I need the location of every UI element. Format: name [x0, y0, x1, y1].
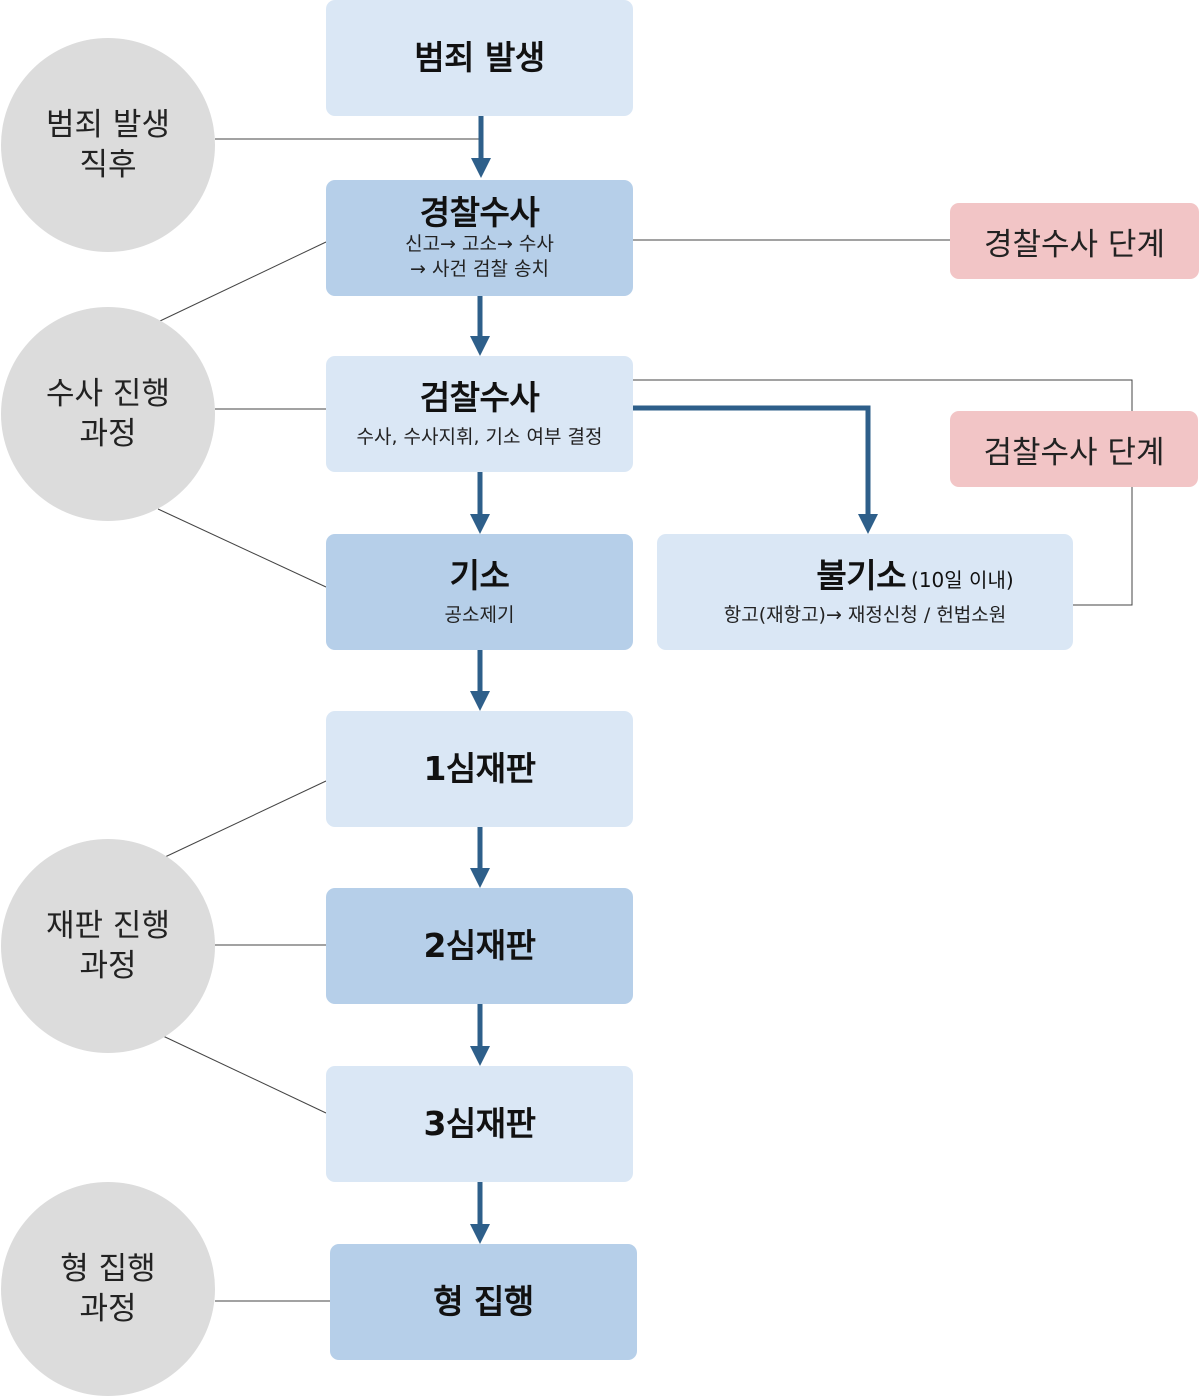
connector-trial-3 [162, 1035, 327, 1114]
prosecution-title: 검찰수사 [419, 378, 540, 417]
connector-trial-1 [164, 780, 327, 858]
phase-after-crime-circle: 범죄 발생 직후 [1, 38, 215, 252]
trial-1-title: 1심재판 [423, 749, 536, 788]
phase-investigation-line2: 과정 [79, 416, 137, 452]
non-indictment-title: 불기소 [816, 556, 906, 595]
prosecution-desc: 수사, 수사지휘, 기소 여부 결정 [356, 426, 603, 448]
police-title: 경찰수사 [419, 193, 540, 232]
connector-prosecution-stage [633, 379, 1133, 606]
execution-title: 형 집행 [433, 1282, 534, 1321]
arrowhead-non-indictment [858, 514, 878, 534]
phase-execution-line2: 과정 [79, 1291, 137, 1327]
arrowhead-3 [470, 514, 490, 534]
crime-title: 범죄 발생 [414, 38, 545, 77]
trial-2-box: 2심재판 [326, 888, 633, 1004]
phase-trial-line2: 과정 [79, 948, 137, 984]
non-indictment-box: 불기소 (10일 이내) 항고(재항고)→ 재정신청 / 헌법소원 [657, 534, 1073, 650]
police-steps-line2: → 사건 검찰 송치 [410, 258, 549, 280]
police-stage-label: 경찰수사 단계 [950, 203, 1199, 279]
connector-investigation-indictment [157, 508, 327, 588]
phase-after-crime-line2: 직후 [79, 147, 137, 183]
execution-box: 형 집행 [330, 1244, 637, 1360]
non-indictment-desc: 항고(재항고)→ 재정신청 / 헌법소원 [723, 604, 1007, 626]
prosecution-stage-label: 검찰수사 단계 [950, 411, 1198, 487]
indictment-box: 기소 공소제기 [326, 534, 633, 650]
phase-trial-line1: 재판 진행 [46, 908, 170, 944]
prosecution-investigation-box: 검찰수사 수사, 수사지휘, 기소 여부 결정 [326, 356, 633, 472]
phase-execution-line1: 형 집행 [60, 1251, 156, 1287]
arrowhead-5 [470, 868, 490, 888]
police-stage-text: 경찰수사 단계 [984, 226, 1165, 263]
phase-investigation-line1: 수사 진행 [46, 376, 170, 412]
trial-1-box: 1심재판 [326, 711, 633, 827]
phase-execution-circle: 형 집행 과정 [1, 1182, 215, 1396]
trial-3-title: 3심재판 [423, 1104, 536, 1143]
non-indictment-heading: 불기소 (10일 이내) [816, 556, 1013, 596]
police-steps-line1: 신고→ 고소→ 수사 [405, 233, 554, 255]
arrowhead-4 [470, 691, 490, 711]
trial-2-title: 2심재판 [423, 926, 536, 965]
crime-box: 범죄 발생 [326, 0, 633, 116]
phase-after-crime-line1: 범죄 발생 [46, 107, 170, 143]
indictment-desc: 공소제기 [444, 604, 515, 626]
arrowhead-7 [470, 1224, 490, 1244]
connector-investigation-police [159, 241, 327, 322]
phase-investigation-circle: 수사 진행 과정 [1, 307, 215, 521]
indictment-title: 기소 [449, 556, 510, 595]
prosecution-stage-text: 검찰수사 단계 [983, 434, 1165, 471]
non-indictment-note: (10일 이내) [911, 568, 1014, 592]
arrow-shaft-non-indictment [633, 405, 871, 516]
arrowhead-6 [470, 1046, 490, 1066]
trial-3-box: 3심재판 [326, 1066, 633, 1182]
arrowhead-2 [470, 336, 490, 356]
arrowhead-1 [471, 158, 491, 178]
police-investigation-box: 경찰수사 신고→ 고소→ 수사 → 사건 검찰 송치 [326, 180, 633, 296]
phase-trial-circle: 재판 진행 과정 [1, 839, 215, 1053]
